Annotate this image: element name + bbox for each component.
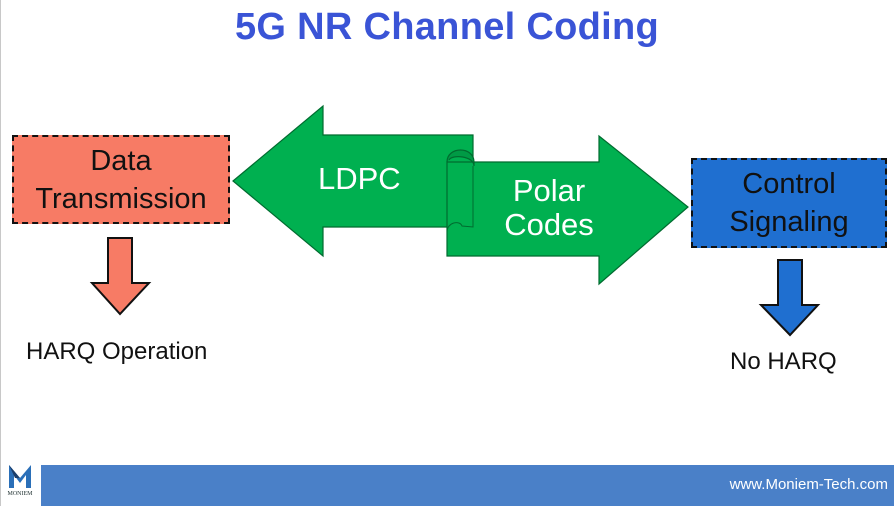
scroll-curl: [446, 149, 475, 167]
down-arrow-harq: [89, 237, 152, 316]
footer-bar: www.Moniem-Tech.com: [41, 465, 894, 506]
polar-label-line1: Polar: [512, 173, 586, 208]
slide-left-border: [0, 0, 1, 506]
moniem-logo-icon: [9, 465, 31, 488]
moniem-logo: MONIEM: [3, 462, 37, 504]
control-box-line2: Signaling: [729, 206, 849, 238]
slide-title: 5G NR Channel Coding: [235, 6, 659, 48]
logo-text: MONIEM: [7, 491, 33, 497]
polar-label-line2: Codes: [504, 207, 594, 242]
polar-codes-label: Polar Codes: [498, 174, 600, 242]
harq-operation-label: HARQ Operation: [26, 338, 208, 365]
scroll-curl-shade: [446, 162, 474, 233]
control-box-line1: Control: [742, 168, 836, 200]
no-harq-label: No HARQ: [730, 348, 837, 375]
data-transmission-box: Data Transmission: [12, 135, 230, 224]
data-box-line2: Transmission: [35, 182, 207, 215]
data-box-line1: Data: [90, 144, 152, 177]
footer-url: www.Moniem-Tech.com: [729, 476, 888, 493]
ldpc-label: LDPC: [318, 161, 401, 196]
down-arrow-no-harq: [758, 259, 821, 337]
polar-arrow: [446, 134, 689, 286]
control-signaling-box: Control Signaling: [691, 158, 887, 248]
